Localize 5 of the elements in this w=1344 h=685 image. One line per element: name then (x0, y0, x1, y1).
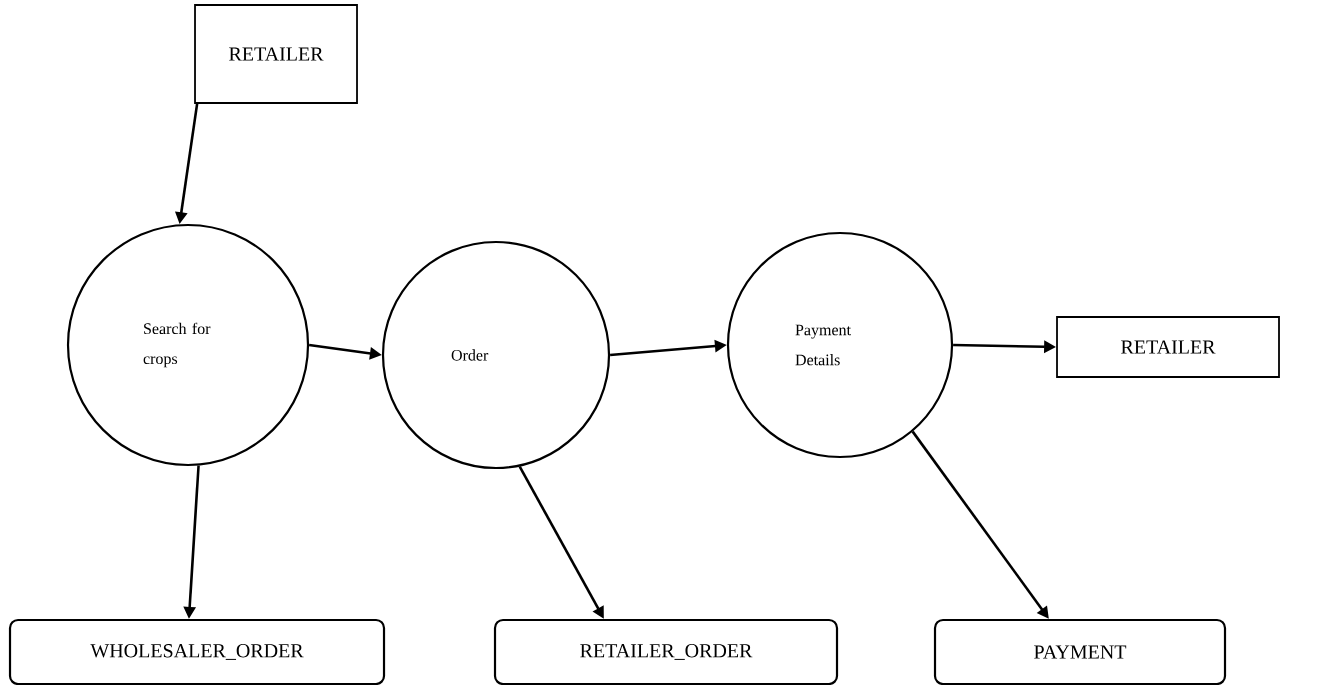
entity-box: RETAILER (194, 4, 358, 104)
data-store-box: WHOLESALER_ORDER (8, 618, 386, 685)
data-store-box: RETAILER_ORDER (493, 618, 839, 685)
entity-box: RETAILER (1056, 316, 1280, 378)
data-store-box: PAYMENT (933, 618, 1227, 685)
